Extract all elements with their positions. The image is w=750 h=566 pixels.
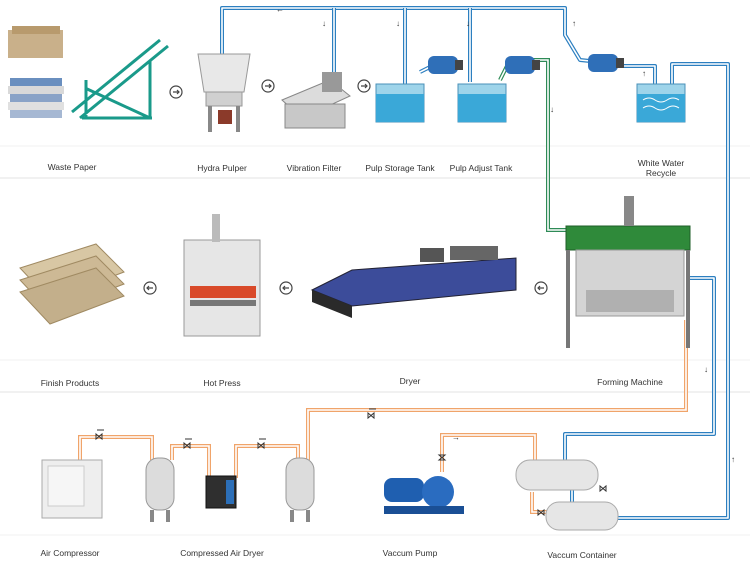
vacuum-container-image	[515, 459, 619, 531]
row-dividers	[0, 145, 750, 536]
label-compressed-air-dryer: Compressed Air Dryer	[180, 548, 264, 558]
svg-text:↑: ↑	[572, 19, 576, 28]
label-white-water-recycle: White Water Recycle	[637, 158, 685, 178]
svg-text:→: →	[452, 433, 460, 442]
pulp-storage-tank-image	[375, 56, 463, 123]
svg-text:↓: ↓	[466, 19, 470, 28]
pulp-adjust-tank-image	[457, 56, 540, 123]
air-compressor-image	[41, 459, 103, 519]
svg-text:↓: ↓	[704, 365, 708, 374]
white-water-recycle-image	[588, 54, 686, 123]
svg-text:↓: ↓	[322, 19, 326, 28]
arrow-left-circle-icon	[143, 281, 548, 295]
svg-text:↓: ↓	[396, 19, 400, 28]
air-tank-1-image	[145, 457, 175, 522]
svg-text:↑: ↑	[731, 455, 735, 464]
label-waste-paper: Waste Paper	[47, 162, 97, 172]
label-hot-press: Hot Press	[203, 378, 241, 388]
label-forming-machine: Forming Machine	[597, 377, 663, 387]
pulp-pipe	[498, 58, 568, 232]
label-vaccum-pump: Vaccum Pump	[382, 548, 438, 558]
forming-machine-image	[565, 196, 691, 348]
water-pipes	[220, 6, 730, 520]
hot-press-image	[183, 214, 261, 337]
finish-products-image	[19, 243, 125, 325]
label-air-compressor: Air Compressor	[40, 548, 100, 558]
vibration-filter-image	[281, 72, 351, 129]
svg-text:←: ←	[276, 5, 284, 14]
label-vaccum-container: Vaccum Container	[547, 550, 617, 560]
svg-text:↑: ↑	[642, 69, 646, 78]
label-hydra-pulper: Hydra Pulper	[197, 163, 247, 173]
label-finish-products: Finish Products	[40, 378, 100, 388]
valve-icon	[95, 408, 607, 517]
label-vibration-filter: Vibration Filter	[286, 163, 342, 173]
label-dryer: Dryer	[399, 376, 421, 386]
compressed-air-dryer-image	[205, 475, 237, 509]
label-pulp-adjust-tank: Pulp Adjust Tank	[449, 163, 513, 173]
conveyor-image	[71, 38, 169, 120]
hydra-pulper-image	[197, 53, 251, 132]
flow-arrow-icon: ← ↓ ↓ ↓ ↑ ↑ ↓ ↓ ↑ →	[276, 5, 735, 464]
vacuum-pump-image	[384, 476, 464, 514]
air-tank-2-image	[285, 457, 315, 522]
waste-paper-image	[8, 26, 64, 118]
svg-text:↓: ↓	[550, 105, 554, 114]
dryer-image	[310, 246, 517, 318]
label-pulp-storage-tank: Pulp Storage Tank	[365, 163, 435, 173]
arrow-right-circle-icon	[169, 79, 371, 99]
